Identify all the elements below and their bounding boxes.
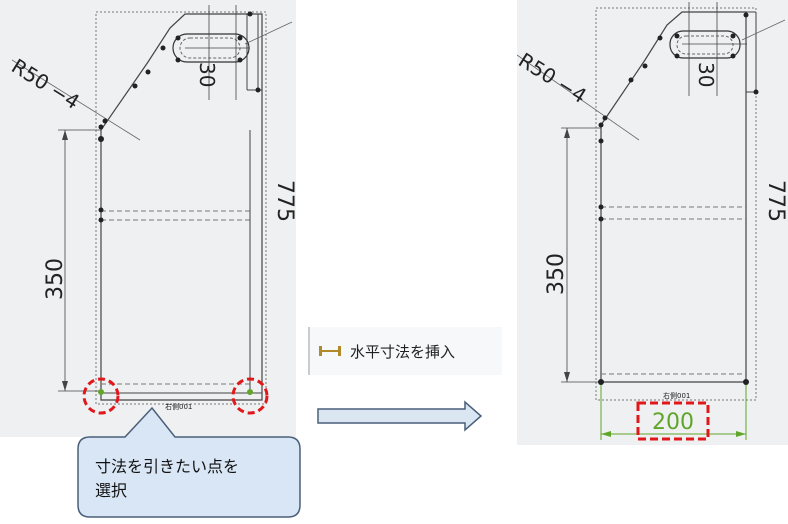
frame-label: 右側001	[165, 402, 192, 411]
dim-350-label: 350	[43, 258, 68, 300]
frame-label-after: 右側001	[663, 391, 690, 400]
selected-point-right	[247, 389, 253, 395]
selected-point-left	[98, 389, 104, 395]
callout-line-2: 選択	[95, 481, 128, 500]
sketch-points-after	[598, 12, 759, 385]
cad-viewport-before[interactable]: R50 −4 30 350 775 右側001	[0, 0, 296, 437]
dim-775-label-after: 775	[763, 180, 788, 222]
sketch-before: R50 −4 30 350 775 右側001	[7, 5, 296, 415]
command-label: 水平寸法を挿入	[350, 342, 456, 361]
insert-horizontal-dimension-command[interactable]: 水平寸法を挿入	[308, 327, 502, 375]
new-dimension-200: 200	[652, 410, 694, 435]
radius-label: R50 −4	[7, 54, 83, 114]
dim-775-label: 775	[272, 180, 296, 222]
sketch-points	[98, 11, 261, 223]
sketch-after: R50 −4 30 350 775 右側001 200	[517, 2, 788, 441]
horizontal-dimension-icon	[319, 346, 341, 356]
callout-text: 寸法を引きたい点を 選択	[95, 455, 295, 503]
highlight-box-200	[636, 401, 710, 441]
radius-label-after: R50 −4	[517, 48, 591, 108]
dim-30-label-after: 30	[694, 62, 718, 87]
dim-30-label: 30	[195, 62, 219, 87]
callout-line-1: 寸法を引きたい点を	[95, 457, 240, 476]
cad-viewport-after[interactable]: R50 −4 30 350 775 右側001 200	[517, 0, 788, 445]
dim-350-label-after: 350	[544, 253, 569, 295]
